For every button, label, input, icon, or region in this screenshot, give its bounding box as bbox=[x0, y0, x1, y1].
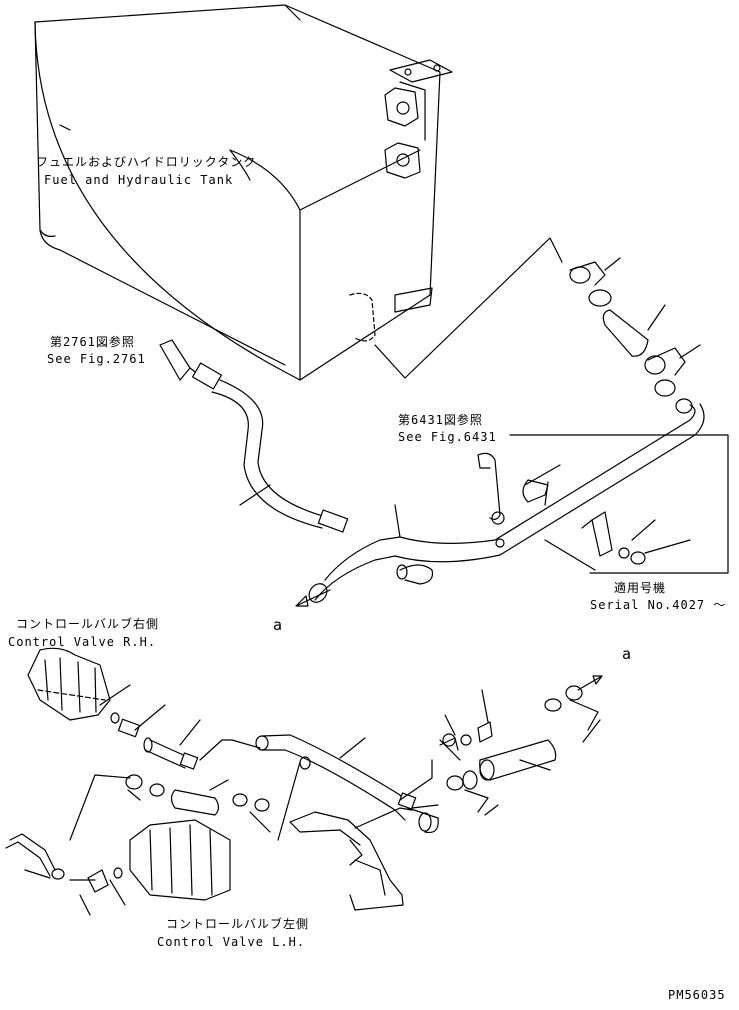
cv-lh-label-en: Control Valve L.H. bbox=[157, 935, 306, 949]
serial-label-en: Serial No.4027 ～ bbox=[590, 598, 727, 612]
upper-hose-clamps bbox=[569, 257, 701, 414]
lower-bracket bbox=[289, 807, 413, 911]
tank-label-en: Fuel and Hydraulic Tank bbox=[44, 173, 234, 187]
center-fittings bbox=[255, 734, 439, 841]
tank-label-jp: フュエルおよびハイドロリックタンク bbox=[36, 155, 257, 169]
serial-part-group bbox=[477, 434, 729, 574]
flexible-hose bbox=[159, 339, 349, 533]
cv-lh-label-jp: コントロールバルブ左側 bbox=[166, 917, 310, 931]
fig6431-label-jp: 第6431図参照 bbox=[398, 413, 483, 427]
fig6431-label-en: See Fig.6431 bbox=[398, 430, 497, 444]
serial-label-jp: 適用号機 bbox=[614, 581, 667, 595]
ref-a-lower: a bbox=[622, 645, 633, 663]
suction-pipe bbox=[295, 403, 705, 607]
control-valve-lh bbox=[5, 819, 231, 916]
lower-clamps bbox=[69, 774, 271, 841]
cv-rh-label-en: Control Valve R.H. bbox=[8, 635, 157, 649]
lower-right-hose bbox=[399, 675, 603, 816]
fuel-hydraulic-tank bbox=[34, 4, 453, 381]
drawing-code: PM56035 bbox=[668, 988, 726, 1002]
ref-a-upper: a bbox=[273, 616, 284, 634]
control-valve-rh bbox=[27, 647, 201, 770]
fig2761-label-jp: 第2761図参照 bbox=[50, 335, 135, 349]
fig2761-label-en: See Fig.2761 bbox=[47, 352, 146, 366]
cv-rh-label-jp: コントロールバルブ右側 bbox=[16, 617, 160, 631]
